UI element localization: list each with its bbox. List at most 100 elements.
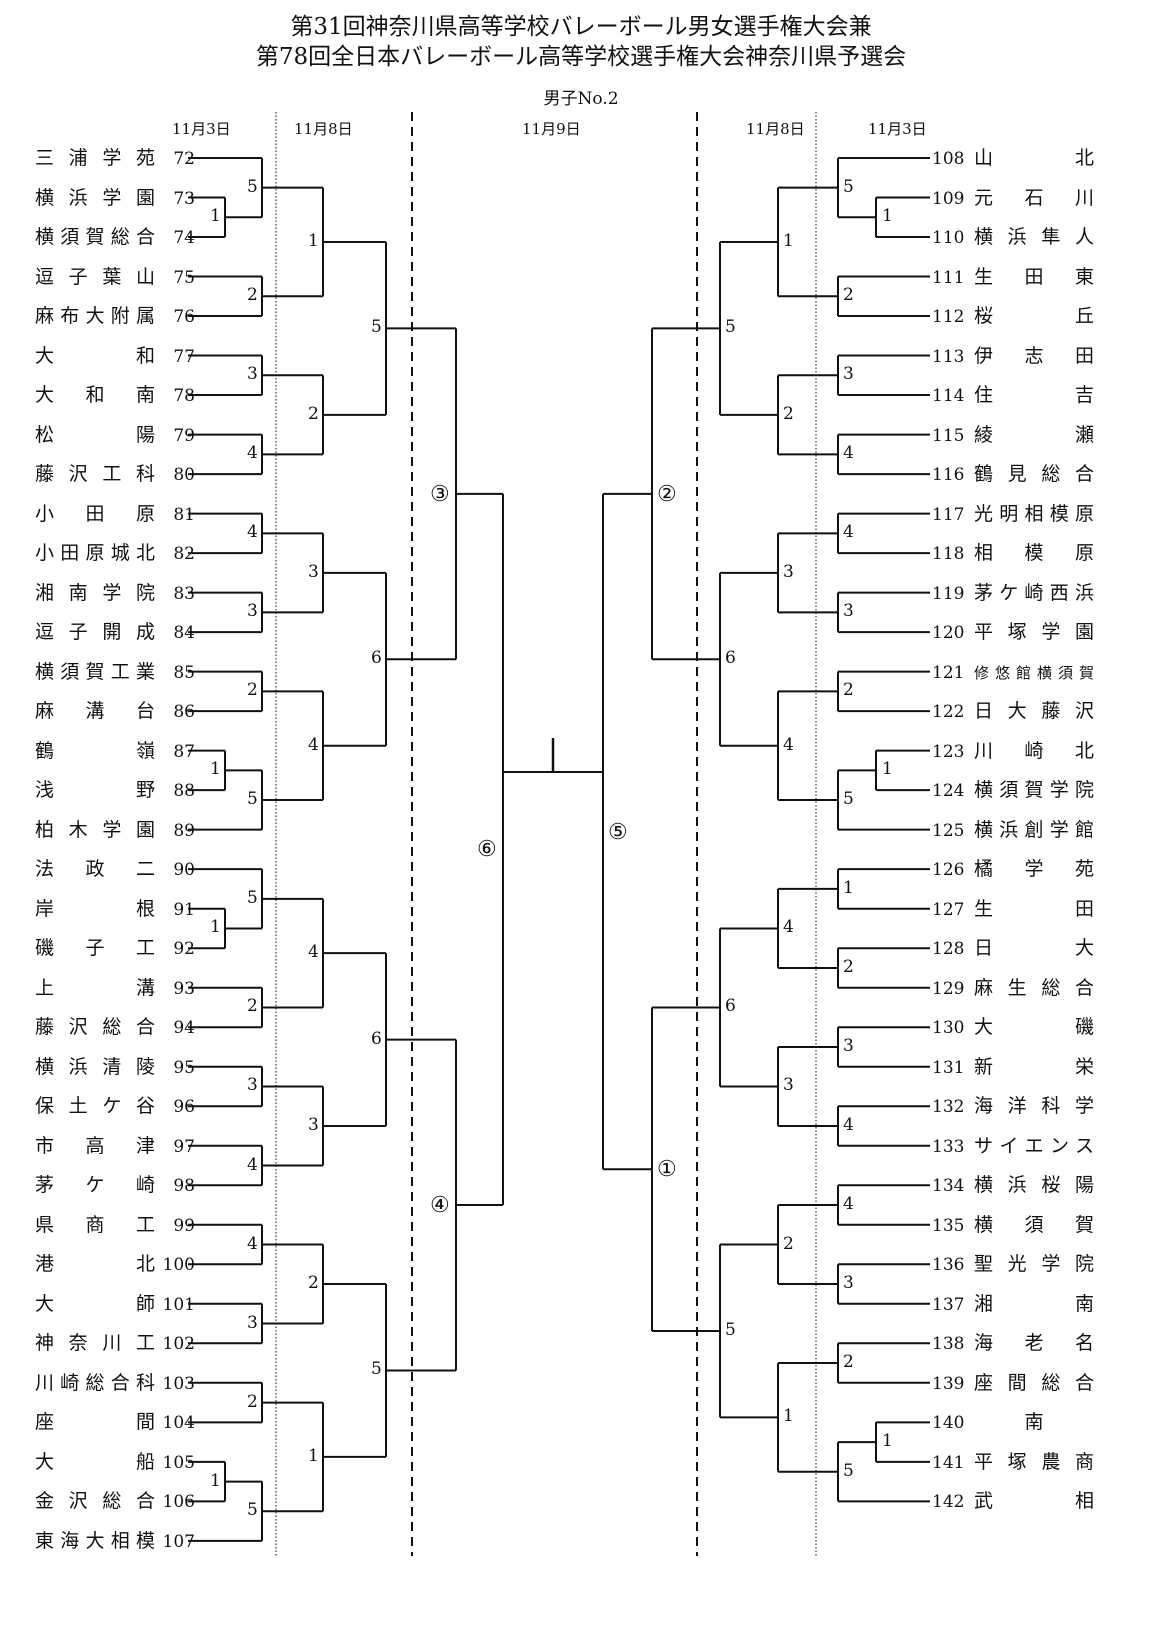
team-name: 川崎総合科: [35, 1371, 155, 1394]
team-number: 126: [932, 860, 965, 881]
team-name: 新栄: [974, 1055, 1094, 1078]
team-number: 140: [932, 1413, 965, 1434]
team-name: 住吉: [974, 384, 1094, 407]
team-number: 73: [173, 188, 195, 209]
team-name: 平塚農商: [974, 1450, 1094, 1473]
prelim-match-label: 1: [210, 917, 221, 938]
team-name: 横浜桜陽: [974, 1174, 1094, 1197]
team-number: 142: [932, 1492, 965, 1513]
round1-match-label: 2: [247, 996, 258, 1017]
round1-match-label: 2: [247, 1391, 258, 1412]
team-number: 84: [173, 623, 195, 644]
team-name: 横須賀学院: [974, 779, 1094, 802]
team-number: 124: [932, 781, 965, 802]
round2-match-label: 3: [783, 561, 794, 582]
team-number: 91: [173, 899, 195, 920]
team-name: サイエンス: [974, 1134, 1094, 1157]
team-name: 綾瀬: [974, 423, 1094, 446]
team-number: 88: [173, 781, 195, 802]
team-number: 132: [932, 1097, 965, 1118]
team-number: 98: [173, 1176, 195, 1197]
round4-match-label: ②: [657, 481, 677, 507]
round2-match-label: 3: [308, 561, 319, 582]
team-name: 茅ケ崎西浜: [974, 581, 1094, 604]
team-number: 133: [932, 1136, 965, 1157]
team-number: 93: [173, 978, 195, 999]
team-number: 117: [932, 504, 965, 525]
team-name: 聖光学院: [974, 1253, 1094, 1276]
team-name: 座間総合: [974, 1371, 1094, 1394]
team-number: 96: [173, 1097, 195, 1118]
team-name: 神奈川工: [35, 1332, 155, 1355]
team-name: 川崎北: [974, 739, 1094, 762]
team-number: 79: [173, 425, 195, 446]
round1-match-label: 5: [843, 1460, 854, 1481]
team-name: 日大: [974, 937, 1094, 960]
team-name: 松陽: [35, 423, 155, 446]
date-right-round1: 11月3日: [868, 120, 927, 138]
round2-match-label: 3: [308, 1114, 319, 1135]
team-number: 81: [173, 504, 195, 525]
date-left-round1: 11月3日: [172, 120, 231, 138]
team-name: 法政二: [35, 858, 155, 881]
team-number: 110: [932, 228, 965, 249]
team-number: 92: [173, 939, 195, 960]
team-name: 磯子工: [35, 937, 155, 960]
round3-match-label: 5: [725, 317, 736, 338]
team-name: 海老名: [974, 1332, 1094, 1355]
round2-match-label: 4: [308, 734, 319, 755]
team-number: 109: [932, 188, 965, 209]
team-name: 日大藤沢: [974, 700, 1094, 723]
team-number: 86: [173, 702, 195, 723]
team-name: 小田原城北: [35, 542, 155, 565]
round3-match-label: 5: [725, 1319, 736, 1340]
round4-match-label: ①: [657, 1157, 677, 1183]
team-number: 135: [932, 1215, 965, 1236]
team-entry: 磯子工 92: [35, 936, 195, 960]
team-entry: 松陽 79: [35, 423, 195, 447]
team-number: 74: [173, 228, 195, 249]
round1-match-label: 4: [843, 443, 854, 464]
team-entry: 浅野 88: [35, 778, 195, 802]
team-number: 103: [162, 1373, 195, 1394]
round1-match-label: 4: [843, 1114, 854, 1135]
team-number: 95: [173, 1057, 195, 1078]
round1-match-label: 5: [247, 176, 258, 197]
round4-match-label: ③: [430, 481, 450, 507]
team-name: 港北: [35, 1253, 155, 1276]
round2-match-label: 4: [783, 734, 794, 755]
round1-match-label: 2: [843, 680, 854, 701]
round1-match-label: 3: [843, 1273, 854, 1294]
round4-match-label: ④: [430, 1193, 450, 1218]
team-name: 浅野: [35, 779, 155, 802]
date-right-round2: 11月8日: [746, 120, 805, 138]
team-name: 鶴見総合: [974, 463, 1094, 486]
team-name: 麻溝台: [35, 700, 155, 723]
team-number: 106: [162, 1492, 195, 1513]
team-number: 100: [162, 1255, 195, 1276]
round1-match-label: 5: [843, 176, 854, 197]
round2-match-label: 1: [308, 230, 319, 251]
team-number: 87: [173, 741, 195, 762]
team-name: 元石川: [974, 186, 1094, 209]
date-center: 11月9日: [522, 120, 581, 138]
